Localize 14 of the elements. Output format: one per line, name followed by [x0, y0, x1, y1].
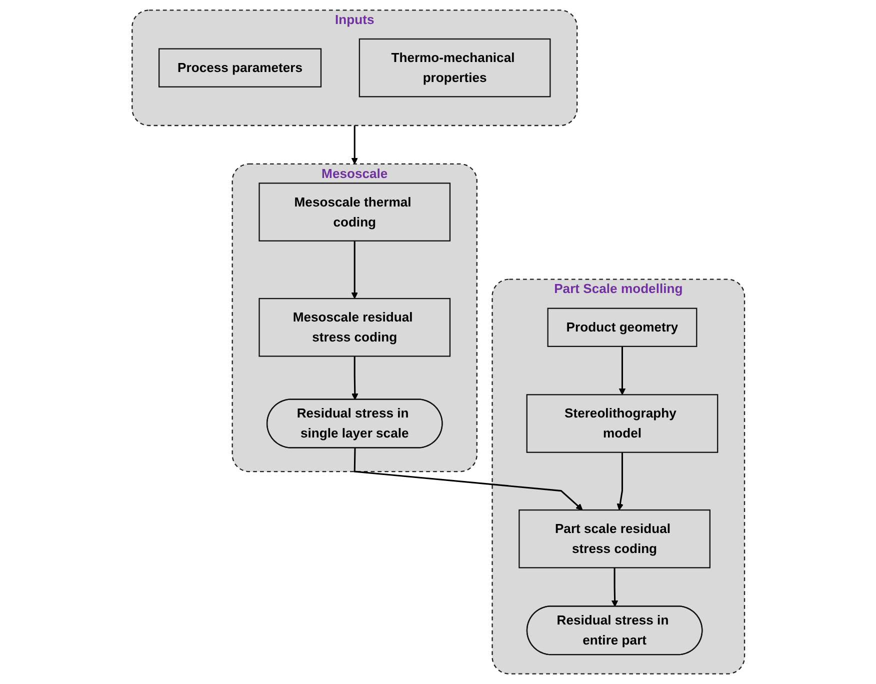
node-box: Process parameters	[158, 48, 322, 88]
arrow	[350, 240, 358, 299]
arrow	[616, 452, 624, 510]
arrow	[611, 568, 618, 607]
arrow	[351, 356, 358, 400]
node-box: Thermo-mechanical properties	[358, 38, 550, 98]
arrow	[618, 346, 626, 395]
node-box: Mesoscale residual stress coding	[258, 298, 450, 357]
node-box: Stereolithography model	[526, 394, 718, 453]
node-box: Mesoscale thermal coding	[258, 182, 450, 242]
node-box: Part scale residual stress coding	[518, 509, 710, 568]
arrow	[353, 448, 582, 510]
arrow	[350, 126, 358, 164]
node-box: Product geometry	[546, 308, 697, 347]
